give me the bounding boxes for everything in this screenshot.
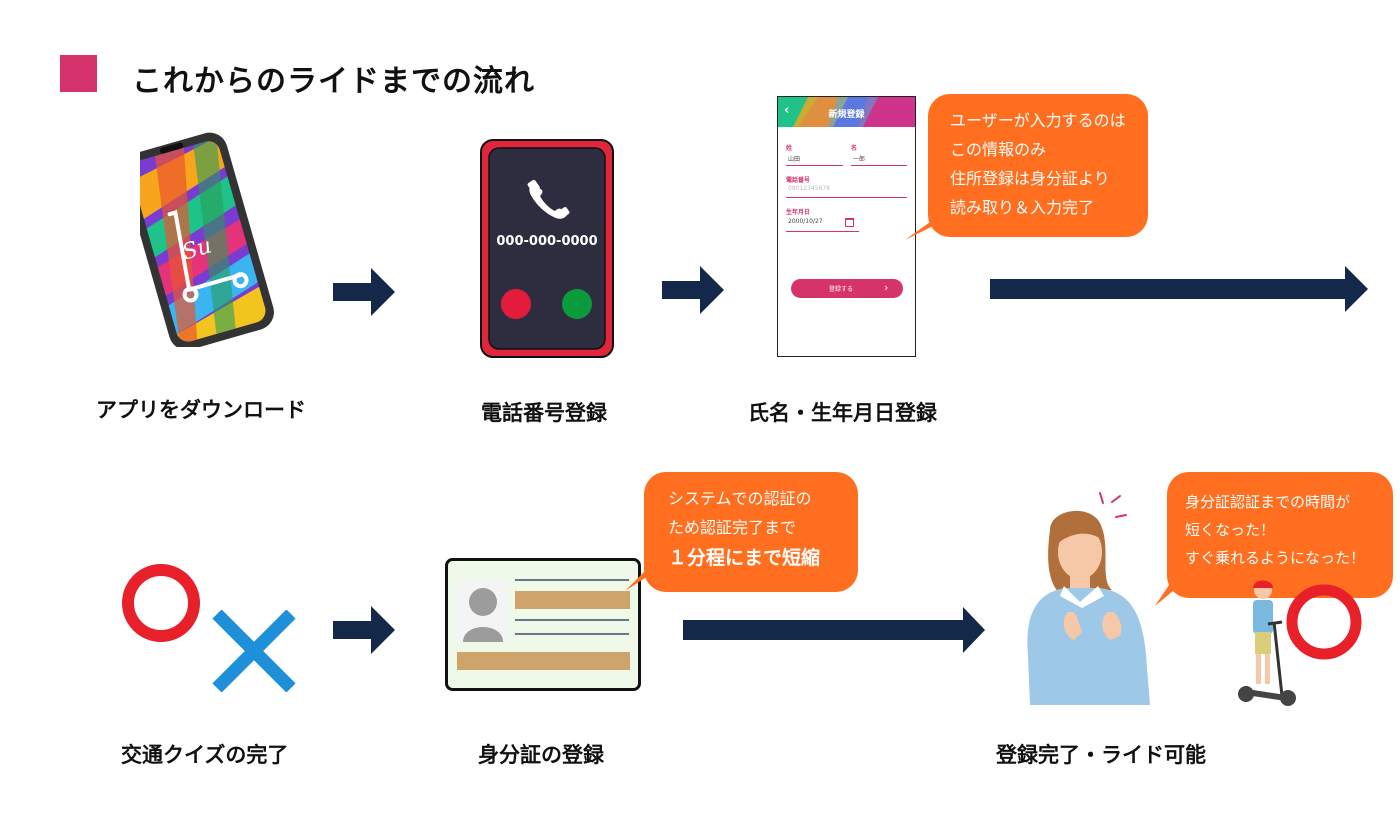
circle-mark-icon (1284, 582, 1364, 662)
bubble-line: すぐ乗れるようになった！ (1185, 549, 1366, 567)
bubble-line: 読み取り＆入力完了 (950, 198, 1095, 217)
chevron-right-icon: › (884, 281, 889, 294)
last-name-underline (786, 165, 843, 166)
birth-underline (786, 231, 859, 232)
bubble-line: ため認証完了まで (668, 518, 797, 537)
flow-arrow-long (990, 266, 1370, 312)
step-label-download: アプリをダウンロード (96, 398, 306, 422)
step-label-phone: 電話番号登録 (481, 401, 607, 425)
bubble-line: システムでの認証の (668, 489, 812, 508)
smartphone-app-illustration: Su (140, 132, 280, 347)
speech-bubble-faster: 身分証認証までの時間が 短くなった！ すぐ乗れるようになった！ (1167, 472, 1393, 598)
bubble-line: 住所登録は身分証より (950, 169, 1110, 188)
form-header-title: 新規登録 (828, 110, 865, 120)
step-label-id: 身分証の登録 (478, 743, 604, 767)
speech-bubble-user-input: ユーザーが入力するのは この情報のみ 住所登録は身分証より 読み取り＆入力完了 (928, 94, 1148, 237)
scooter-rider-illustration (1236, 576, 1306, 708)
register-button[interactable]: 登録する › (791, 279, 903, 298)
birth-label: 生年月日 (786, 209, 811, 216)
phone-field[interactable]: 09012345678 (788, 185, 830, 192)
bubble-line: 短くなった！ (1185, 521, 1276, 539)
phone-icon (527, 179, 570, 219)
phone-underline (786, 197, 907, 198)
flow-arrow (333, 268, 395, 316)
bubble-line: ユーザーが入力するのは (950, 111, 1126, 130)
header-accent-square (60, 55, 97, 92)
speech-bubble-system-auth: システムでの認証の ため認証完了まで １分程にまで短縮 (644, 472, 858, 592)
step-label-quiz: 交通クイズの完了 (121, 743, 289, 767)
register-button-label: 登録する (828, 286, 853, 293)
circle-mark-icon (120, 562, 202, 644)
first-name-label: 名 (851, 145, 858, 152)
birth-date-field[interactable]: 2000/10/27 (788, 218, 823, 225)
last-name-label: 姓 (786, 145, 793, 152)
bubble-emphasis: １分程にまで短縮 (668, 547, 821, 569)
last-name-field[interactable]: 山田 (788, 156, 801, 163)
happy-woman-illustration (1020, 490, 1160, 705)
phone-call-illustration: 000-000-0000 (480, 139, 614, 358)
form-header-bar: ‹ 新規登録 (778, 97, 915, 127)
first-name-underline (851, 165, 907, 166)
bubble-line: 身分証認証までの時間が (1185, 493, 1351, 511)
person-silhouette-icon (457, 580, 509, 642)
step-label-complete: 登録完了・ライド可能 (996, 743, 1206, 767)
cross-mark-icon (211, 610, 297, 692)
phone-label: 電話番号 (786, 177, 811, 184)
step-label-name-birth: 氏名・生年月日登録 (748, 401, 937, 425)
flow-arrow-long (683, 607, 987, 653)
bubble-line: この情報のみ (950, 140, 1047, 159)
page-title: これからのライドまでの流れ (132, 64, 535, 99)
flow-arrow (662, 266, 724, 314)
first-name-field[interactable]: 一郎 (853, 156, 866, 163)
back-button[interactable]: ‹ (784, 103, 790, 118)
calendar-icon[interactable] (845, 218, 854, 227)
flow-arrow (333, 606, 395, 654)
phone-number-display: 000-000-0000 (496, 234, 598, 249)
id-card-illustration (445, 558, 641, 691)
registration-form-screen: ‹ 新規登録 姓 山田 名 一郎 電話番号 09012345678 生年月日 2… (777, 96, 916, 357)
